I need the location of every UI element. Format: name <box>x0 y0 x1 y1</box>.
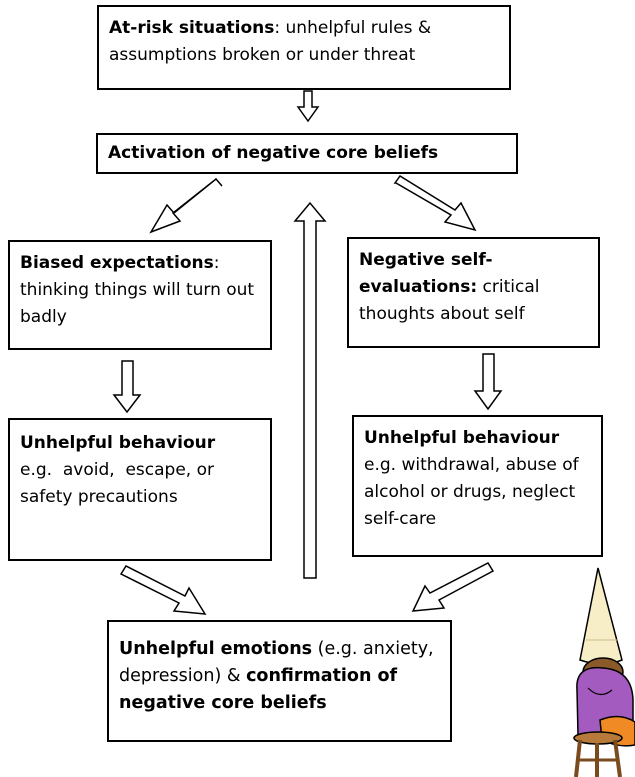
arrow-down-right-column <box>473 353 503 411</box>
arrow-down-top <box>296 90 320 123</box>
behaviour-left-text: e.g. avoid, escape, or safety precaution… <box>20 460 220 507</box>
box-unhelpful-behaviour-right: Unhelpful behaviour e.g. withdrawal, abu… <box>352 415 603 557</box>
behaviour-left-title: Unhelpful behaviour <box>20 433 216 453</box>
arrow-down-right-selfeval <box>393 174 477 232</box>
arrow-left-to-emotions <box>119 565 207 615</box>
at-risk-text: : unhelpful rules & assumptions broken o… <box>109 18 432 65</box>
biased-text: : thinking things will turn out badly <box>20 253 255 327</box>
arrow-down-left-column <box>112 360 142 414</box>
box-unhelpful-behaviour-left: Unhelpful behaviour e.g. avoid, escape, … <box>8 418 272 561</box>
box-negative-self-evaluations: Negative self-evaluations: critical thou… <box>347 237 600 348</box>
box-at-risk-situations: At-risk situations: unhelpful rules & as… <box>97 5 511 90</box>
box-biased-expectations: Biased expectations: thinking things wil… <box>8 240 272 350</box>
activation-title: Activation of negative core beliefs <box>108 143 439 163</box>
arrow-right-to-emotions <box>411 562 495 612</box>
arrow-down-left-biased <box>149 177 223 234</box>
at-risk-title: At-risk situations <box>109 18 275 38</box>
emotions-confirmation: confirmation of negative core beliefs <box>119 666 398 713</box>
self-eval-text: critical thoughts about self <box>359 277 540 324</box>
box-activation-core-beliefs: Activation of negative core beliefs <box>96 133 518 174</box>
box-unhelpful-emotions: Unhelpful emotions (e.g. anxiety, depres… <box>107 620 452 742</box>
behaviour-right-title: Unhelpful behaviour <box>364 428 560 448</box>
emotions-text: (e.g. anxiety, depression) & <box>119 639 434 686</box>
emotions-title: Unhelpful emotions <box>119 639 313 659</box>
self-eval-title: Negative self-evaluations: <box>359 250 493 297</box>
biased-title: Biased expectations <box>20 253 214 273</box>
behaviour-right-text: e.g. withdrawal, abuse of alcohol or dru… <box>364 455 579 529</box>
arrow-up-central <box>293 201 327 579</box>
